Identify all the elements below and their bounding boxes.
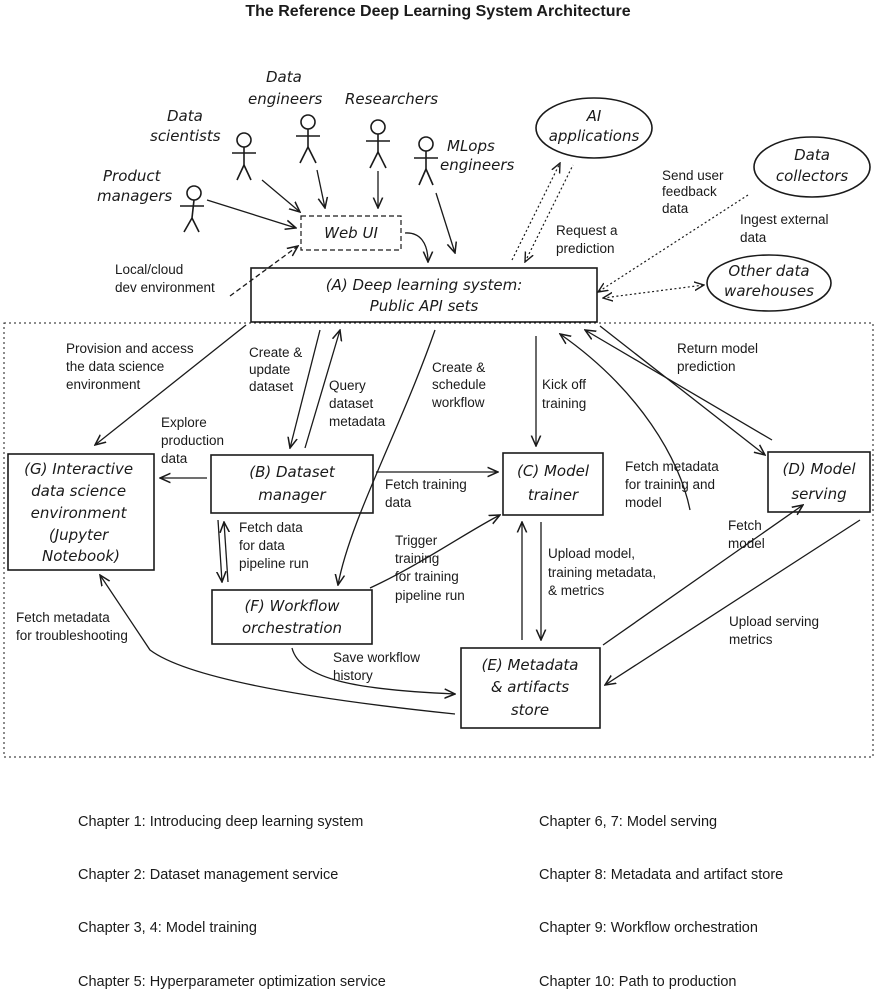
arrows-external-dotted bbox=[511, 163, 749, 298]
chapter-item: Chapter 3, 4: Model training bbox=[78, 920, 257, 936]
label-fetch-model: Fetch model bbox=[728, 518, 766, 551]
label-kick-off-training: Kick off training bbox=[542, 377, 590, 411]
label-product-managers: Product managers bbox=[97, 167, 172, 205]
chapter-item: Chapter 9: Workflow orchestration bbox=[539, 920, 758, 936]
label-save-history: Save workflow history bbox=[333, 650, 424, 683]
label-create-dataset: Create & update dataset bbox=[249, 345, 306, 394]
label-request-prediction: Request a prediction bbox=[556, 223, 621, 256]
label-upload-serving: Upload serving metrics bbox=[729, 614, 823, 647]
label-fetch-data-pipeline: Fetch data for data pipeline run bbox=[239, 520, 309, 571]
label-ingest-external: Ingest external data bbox=[740, 212, 832, 245]
label-create-workflow: Create & schedule workflow bbox=[431, 360, 490, 410]
chapter-item: Chapter 8: Metadata and artifact store bbox=[539, 867, 783, 883]
label-trigger-training: Trigger training for training pipeline r… bbox=[395, 533, 465, 603]
data-engineer-figure bbox=[296, 114, 320, 164]
label-query-metadata: Query dataset metadata bbox=[329, 378, 386, 429]
system-boundary bbox=[3, 322, 874, 758]
label-local-dev: Local/cloud dev environment bbox=[115, 262, 215, 295]
svg-text:(A) Deep learning system:Publi: (A) Deep learning system:Public API sets bbox=[326, 276, 523, 315]
svg-text:(G) Interactive data sci: (G) Interactive data science environment… bbox=[24, 460, 138, 565]
chapter-legend: Chapter 1: Introducing deep learning sys… bbox=[78, 814, 783, 990]
label-fetch-training-data: Fetch training data bbox=[385, 477, 471, 510]
label-return-prediction: Return model prediction bbox=[677, 341, 762, 374]
label-mlops-engineers: MLops engineers bbox=[440, 137, 515, 174]
arrows-system bbox=[95, 324, 861, 715]
label-data-scientists: Data scientists bbox=[150, 107, 221, 145]
mlops-engineer-figure bbox=[414, 136, 438, 186]
diagram-title: The Reference Deep Learning System Archi… bbox=[245, 3, 630, 20]
label-data-engineers: Data engineers bbox=[248, 68, 323, 108]
arrows-users bbox=[206, 169, 455, 297]
chapter-item: Chapter 10: Path to production bbox=[539, 974, 737, 990]
data-scientist-figure bbox=[232, 132, 256, 181]
label-upload-model: Upload model, training metadata, & metri… bbox=[548, 546, 660, 598]
chapter-item: Chapter 1: Introducing deep learning sys… bbox=[78, 814, 363, 830]
chapter-item: Chapter 5: Hyperparameter optimization s… bbox=[78, 974, 386, 990]
chapter-item: Chapter 6, 7: Model serving bbox=[539, 814, 717, 830]
label-researchers: Researchers bbox=[345, 90, 438, 108]
label-fetch-troubleshooting: Fetch metadata for troubleshooting bbox=[16, 610, 128, 643]
product-manager-figure bbox=[180, 185, 204, 233]
researcher-figure bbox=[366, 119, 390, 169]
label-send-feedback: Send user feedback data bbox=[662, 168, 727, 216]
label-explore-production: Explore production data bbox=[161, 415, 228, 466]
public-api-box: (A) Deep learning system:Public API sets bbox=[250, 267, 598, 323]
svg-text:Web UI: Web UI bbox=[324, 224, 378, 242]
chapter-item: Chapter 2: Dataset management service bbox=[78, 867, 338, 883]
interactive-notebook-box: (G) Interactive data science environment… bbox=[7, 453, 155, 571]
web-ui-box: Web UI bbox=[300, 215, 402, 251]
label-provision: Provision and access the data science en… bbox=[66, 341, 197, 392]
label-fetch-metadata-training: Fetch metadata for training and model bbox=[625, 459, 723, 510]
